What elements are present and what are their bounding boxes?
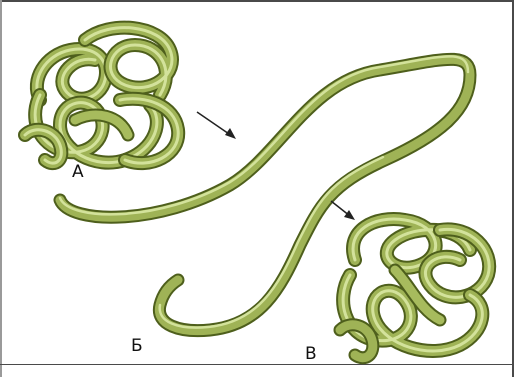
arrow-a-to-b	[197, 112, 236, 139]
arrow-b-to-c	[331, 201, 355, 220]
label-a: А	[72, 164, 84, 181]
folded-coil-c	[340, 219, 489, 358]
label-c: В	[305, 346, 317, 363]
label-b: Б	[131, 338, 143, 355]
folded-coil-a	[25, 28, 178, 163]
